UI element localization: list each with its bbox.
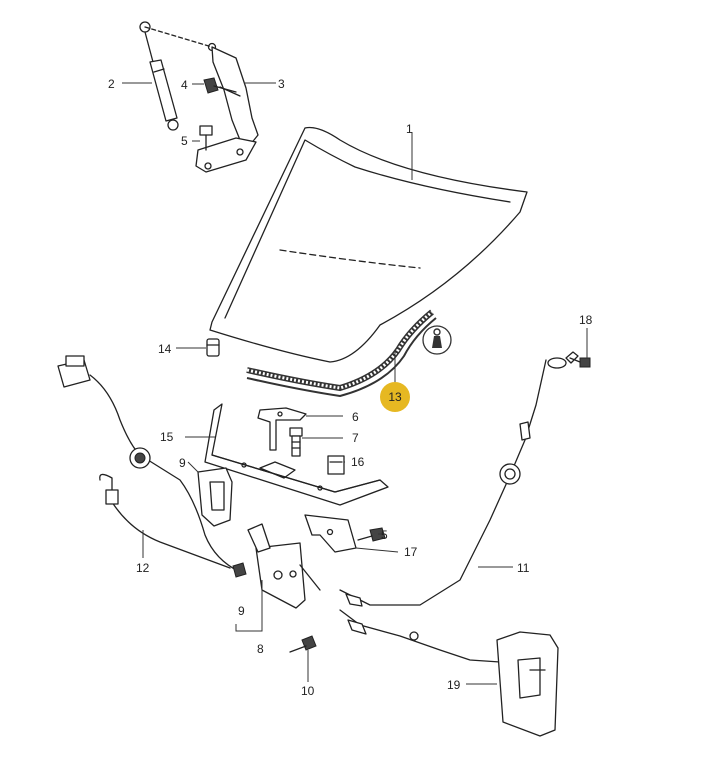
latch-screw[interactable] [289, 635, 317, 653]
callout-15[interactable]: 15 [160, 430, 174, 444]
callout-5-lower[interactable]: 5 [381, 528, 388, 542]
bowden-cable[interactable] [99, 473, 247, 578]
lock-mechanism[interactable] [197, 467, 233, 527]
release-cable[interactable] [339, 351, 579, 606]
callout-2[interactable]: 2 [108, 77, 115, 91]
callout-19[interactable]: 19 [447, 678, 461, 692]
callout-14[interactable]: 14 [158, 342, 172, 356]
callout-13[interactable]: 13 [388, 390, 402, 404]
callout-10[interactable]: 10 [301, 684, 315, 698]
hood-panel[interactable] [209, 126, 528, 363]
bonnet-switch[interactable] [57, 355, 241, 573]
cable-bolt[interactable] [569, 357, 591, 368]
callout-7[interactable]: 7 [352, 431, 359, 445]
callout-4[interactable]: 4 [181, 78, 188, 92]
lock-carrier-frame[interactable] [204, 403, 389, 506]
highlight-circle [380, 382, 410, 412]
secondary-cable[interactable] [339, 593, 501, 663]
carrier-bolt[interactable] [289, 427, 303, 457]
callout-labels: 1 2 3 4 5 14 15 6 7 16 9 5 17 11 12 9 8 … [108, 77, 593, 698]
hinge-bolt[interactable] [203, 77, 237, 94]
callout-16[interactable]: 16 [351, 455, 365, 469]
release-handle[interactable] [496, 631, 559, 737]
cable-clip[interactable] [327, 455, 345, 475]
callout-6[interactable]: 6 [352, 410, 359, 424]
callout-11[interactable]: 11 [517, 561, 530, 575]
hood-latch[interactable] [247, 523, 321, 609]
bracket-screw[interactable] [357, 527, 386, 542]
callout-1[interactable]: 1 [406, 122, 413, 136]
gas-strut[interactable] [139, 21, 179, 131]
rubber-buffer[interactable] [206, 338, 220, 357]
callout-5-upper[interactable]: 5 [181, 134, 188, 148]
hood-seal[interactable] [246, 309, 437, 398]
hood-hinge[interactable] [144, 26, 259, 173]
callout-3[interactable]: 3 [278, 77, 285, 91]
callout-9-upper[interactable]: 9 [179, 456, 186, 470]
info-icon [422, 325, 452, 355]
callout-8[interactable]: 8 [257, 642, 264, 656]
callout-17[interactable]: 17 [404, 545, 418, 559]
hinge-screw[interactable] [199, 125, 213, 151]
callout-13-highlight[interactable]: 13 [380, 382, 410, 412]
callout-12[interactable]: 12 [136, 561, 150, 575]
callout-18[interactable]: 18 [579, 313, 593, 327]
mounting-bracket[interactable] [257, 407, 307, 451]
leader-lines [122, 82, 588, 685]
latch-bracket[interactable] [304, 514, 357, 553]
callout-9-lower[interactable]: 9 [238, 604, 245, 618]
